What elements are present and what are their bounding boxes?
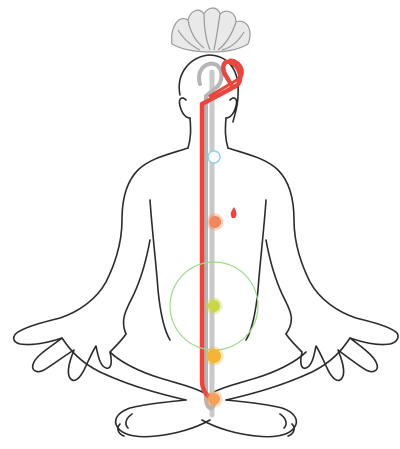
left-foot-outline <box>116 400 210 437</box>
left-arm-outline <box>14 148 188 380</box>
right-inner-arm <box>266 240 291 334</box>
lotus-petals <box>172 8 250 52</box>
heart-chakra <box>209 216 221 228</box>
torso-left <box>150 200 170 340</box>
throat-chakra <box>208 151 220 163</box>
root-chakra <box>208 393 220 405</box>
left-inner-arm <box>124 240 150 334</box>
right-arm-outline <box>228 148 398 380</box>
crown-lotus <box>172 8 250 52</box>
navel-chakra <box>208 300 220 312</box>
sacral-chakra <box>207 349 221 363</box>
flame-icon <box>231 207 237 218</box>
chakra-points <box>205 151 237 408</box>
